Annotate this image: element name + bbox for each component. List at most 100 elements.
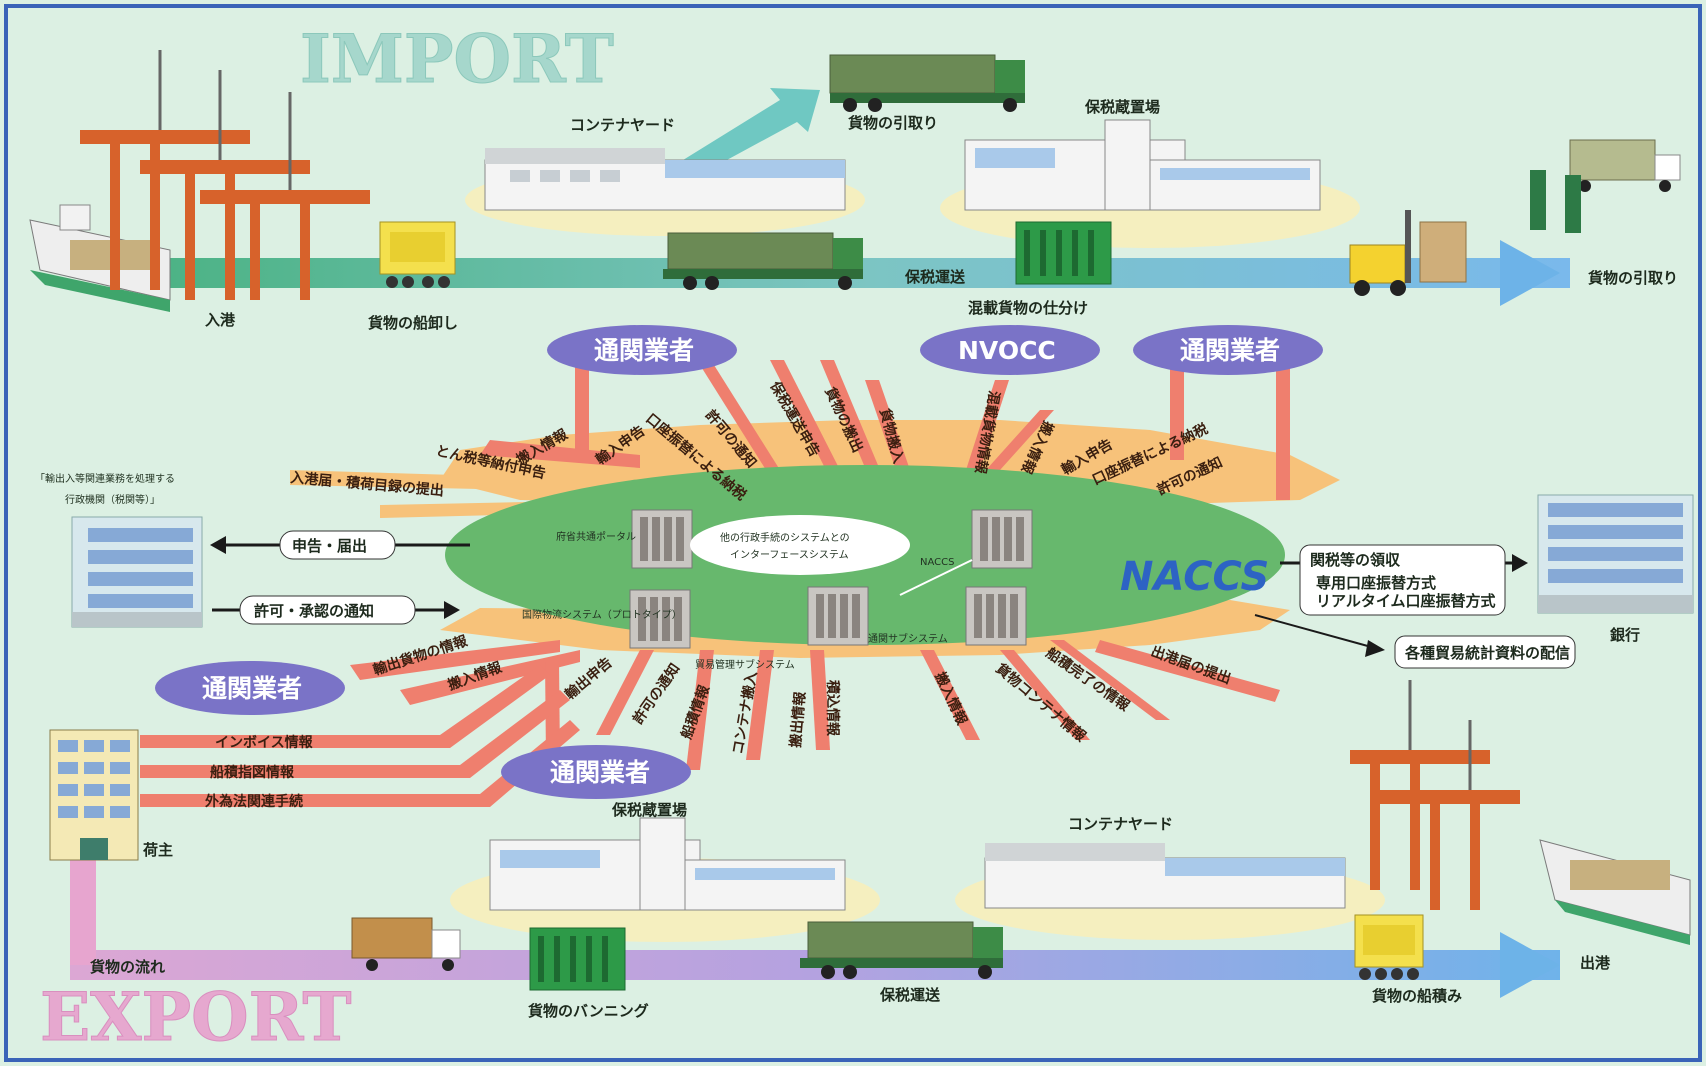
ray-bar xyxy=(1000,650,1090,740)
pink-flow-line xyxy=(70,855,96,965)
naccs-small-label: NACCS xyxy=(920,557,954,568)
ray-bar xyxy=(1095,640,1280,702)
sorting-label: 混載貨物の仕分け xyxy=(968,299,1088,317)
workers-truck xyxy=(1530,139,1681,233)
ray-bar xyxy=(1050,640,1170,720)
ray-label: 積込情報 xyxy=(824,679,841,737)
ray-label: 搬出情報 xyxy=(787,690,809,748)
shipper-label: 荷主 xyxy=(143,841,173,859)
server-rack xyxy=(631,509,693,569)
shipper-building xyxy=(49,729,139,861)
ray-bar xyxy=(1170,360,1184,460)
truck-top xyxy=(829,54,1025,112)
container-yard-import xyxy=(484,148,846,211)
bonded-area-import xyxy=(964,119,1321,211)
bonded-transport-export-label: 保税運送 xyxy=(879,986,941,1004)
shipper-doc-label: インボイス情報 xyxy=(215,734,314,751)
tax-receipt-label: 関税等の領収 xyxy=(1310,551,1401,569)
shipper-doc-label: 外為法関連手続 xyxy=(205,793,303,810)
declare-arrow: 申告・届出 xyxy=(210,530,470,560)
party-broker-top-left: 通関業者 xyxy=(547,325,737,375)
permit-label: 許可・承認の通知 xyxy=(254,602,374,620)
export-ship xyxy=(1539,839,1691,945)
method1-label: 専用口座振替方式 xyxy=(1316,574,1436,592)
shipper-doc-bars xyxy=(140,665,580,807)
statistics-box: 各種貿易統計資料の配信 xyxy=(1254,614,1576,669)
interface-text-2: インターフェースシステム xyxy=(730,549,849,561)
ray-bar xyxy=(140,690,570,778)
ray-bar xyxy=(140,720,580,807)
sorting-container-import xyxy=(1015,221,1112,285)
ray-bar xyxy=(865,380,910,470)
ray-bar xyxy=(596,650,654,735)
interface-text: 他の行政手続のシステムとの xyxy=(720,531,850,544)
ray-bar xyxy=(686,650,714,770)
bonded-area-import-label: 保税蔵置場 xyxy=(1084,98,1160,116)
party-broker-left: 通関業者 xyxy=(155,661,345,715)
bonded-area-export-label: 保税蔵置場 xyxy=(611,801,687,819)
server-link xyxy=(899,559,973,596)
party-label: 通関業者 xyxy=(594,336,694,365)
departure-label: 出港 xyxy=(1580,954,1611,972)
bonded-transport-label: 保税運送 xyxy=(904,268,966,286)
straddle-carrier-export xyxy=(1354,914,1424,980)
container-yard-export-label: コンテナヤード xyxy=(1068,815,1173,833)
ray-bar xyxy=(350,640,560,680)
tax-receipt-box: 関税等の領収 専用口座振替方式 リアルタイム口座振替方式 xyxy=(1280,544,1528,616)
ray-bar xyxy=(700,365,780,470)
party-broker-bottom: 通関業者 xyxy=(501,745,691,799)
export-heading: EXPORT xyxy=(40,978,351,1056)
arrival-label: 入港 xyxy=(205,311,236,329)
permit-arrow: 許可・承認の通知 xyxy=(212,595,460,625)
statistics-label: 各種貿易統計資料の配信 xyxy=(1404,644,1570,662)
ray-bar xyxy=(810,650,830,750)
ray-bar xyxy=(746,650,774,760)
party-label: 通関業者 xyxy=(1180,336,1280,365)
ray-bar xyxy=(986,410,1054,470)
party-label: NVOCC xyxy=(958,336,1056,365)
forklift xyxy=(1349,210,1467,296)
pickup-label: 貨物の引取り xyxy=(848,114,938,132)
export-road-arrow xyxy=(1500,932,1560,998)
government-label-2: 行政機関（税関等）」 xyxy=(65,493,160,506)
vanning-label: 貨物のバンニング xyxy=(528,1002,649,1020)
ray-bar xyxy=(140,665,550,748)
pickup-end-label: 貨物の引取り xyxy=(1588,269,1678,287)
interface-bubble xyxy=(690,515,910,575)
sub2-label: 通関サブシステム xyxy=(868,632,948,645)
container-yard-export xyxy=(984,843,1346,909)
unloading-label: 貨物の船卸し xyxy=(368,314,458,332)
import-pickup-arrow xyxy=(675,88,820,180)
method2-label: リアルタイム口座振替方式 xyxy=(1316,592,1496,610)
government-label: 「輸出入等関連業務を処理する xyxy=(35,472,175,485)
export-gantry-cranes xyxy=(1350,680,1520,910)
cargo-flow-label: 貨物の流れ xyxy=(90,958,165,976)
server-rack xyxy=(807,586,869,646)
ray-bar xyxy=(1276,360,1290,500)
party-broker-top-right: 通関業者 xyxy=(1133,325,1323,375)
server-racks xyxy=(629,509,1033,649)
party-label: 通関業者 xyxy=(202,674,302,703)
import-gantry-cranes xyxy=(80,50,370,300)
server-rack xyxy=(629,589,691,649)
ray-bar xyxy=(575,360,589,460)
ray-bar xyxy=(920,650,980,740)
ray-bar xyxy=(400,650,580,705)
truck-export-road xyxy=(800,921,1003,979)
naccs-logo: NACCS xyxy=(1120,554,1269,600)
prototype-label: 国際物流システム（プロトタイプ） xyxy=(522,608,682,621)
diagram-frame xyxy=(4,4,1702,1062)
container-yard-import-label: コンテナヤード xyxy=(570,116,675,134)
loading-label: 貨物の船積み xyxy=(1372,987,1462,1005)
declare-label: 申告・届出 xyxy=(292,537,367,555)
vanning-container xyxy=(529,927,626,991)
ray-bar xyxy=(770,360,840,470)
shipper-doc-label: 船積指図情報 xyxy=(210,764,295,781)
bank-label: 銀行 xyxy=(1610,626,1640,644)
ray-bar xyxy=(480,440,640,468)
truck-import-road xyxy=(663,232,863,290)
portal-label: 府省共通ポータル xyxy=(556,530,636,543)
straddle-carrier-import xyxy=(379,221,456,288)
import-road-arrow xyxy=(1500,240,1560,306)
